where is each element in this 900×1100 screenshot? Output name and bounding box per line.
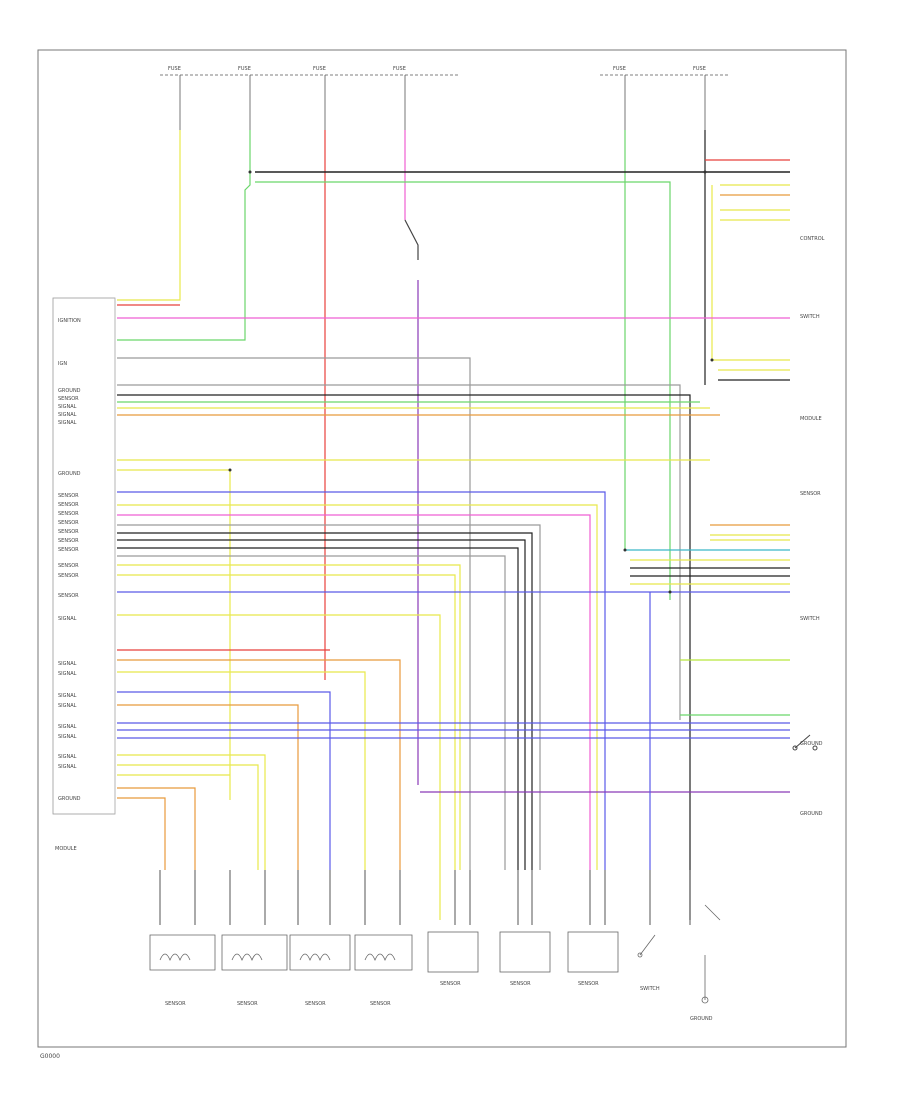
svg-text:SIGNAL: SIGNAL	[58, 754, 77, 760]
svg-text:SENSOR: SENSOR	[58, 493, 79, 499]
sensor-6	[499, 931, 551, 973]
sensor-7	[567, 931, 619, 973]
svg-text:SENSOR: SENSOR	[370, 1001, 391, 1007]
sensor-5	[427, 931, 479, 973]
svg-text:SENSOR: SENSOR	[58, 396, 79, 402]
svg-text:SENSOR: SENSOR	[58, 593, 79, 599]
switch-bottom	[637, 934, 656, 958]
footer-code: G0000	[40, 1053, 60, 1060]
svg-text:SIGNAL: SIGNAL	[58, 661, 77, 667]
diagram-frame	[37, 49, 847, 1048]
svg-text:SIGNAL: SIGNAL	[58, 734, 77, 740]
svg-text:MODULE: MODULE	[800, 416, 822, 422]
svg-text:GROUND: GROUND	[800, 811, 823, 817]
svg-text:GROUND: GROUND	[800, 741, 823, 747]
svg-text:IGN: IGN	[58, 361, 67, 367]
wires-vertical	[117, 130, 790, 785]
sensor-3	[289, 934, 351, 971]
svg-text:SENSOR: SENSOR	[800, 491, 821, 497]
bottom-connector-stubs	[159, 870, 691, 925]
svg-text:GROUND: GROUND	[58, 796, 81, 802]
switch-symbol-right	[792, 734, 818, 751]
right-labels: CONTROL SWITCH MODULE SENSOR SWITCH GROU…	[800, 236, 825, 817]
svg-text:FUSE: FUSE	[238, 66, 251, 72]
svg-text:SENSOR: SENSOR	[58, 502, 79, 508]
svg-text:SENSOR: SENSOR	[58, 538, 79, 544]
sensor-2	[221, 934, 288, 971]
ground-bottom	[701, 904, 721, 1004]
svg-text:SWITCH: SWITCH	[800, 314, 820, 320]
svg-text:SWITCH: SWITCH	[640, 986, 660, 992]
splice-dots	[228, 170, 714, 594]
svg-text:FUSE: FUSE	[393, 66, 406, 72]
svg-text:FUSE: FUSE	[168, 66, 181, 72]
svg-text:SENSOR: SENSOR	[58, 547, 79, 553]
svg-text:SENSOR: SENSOR	[58, 529, 79, 535]
svg-text:SWITCH: SWITCH	[800, 616, 820, 622]
svg-text:SENSOR: SENSOR	[58, 520, 79, 526]
top-fuses	[160, 74, 730, 130]
svg-text:GROUND: GROUND	[690, 1016, 713, 1022]
svg-text:FUSE: FUSE	[613, 66, 626, 72]
svg-text:GROUND: GROUND	[58, 471, 81, 477]
svg-text:FUSE: FUSE	[313, 66, 326, 72]
svg-text:SENSOR: SENSOR	[578, 981, 599, 987]
svg-text:IGNITION: IGNITION	[58, 318, 81, 324]
svg-text:SENSOR: SENSOR	[510, 981, 531, 987]
svg-text:SENSOR: SENSOR	[165, 1001, 186, 1007]
bottom-sensors	[149, 904, 721, 1004]
svg-text:SENSOR: SENSOR	[237, 1001, 258, 1007]
svg-text:FUSE: FUSE	[693, 66, 706, 72]
svg-text:SENSOR: SENSOR	[440, 981, 461, 987]
svg-text:SENSOR: SENSOR	[58, 511, 79, 517]
svg-text:SENSOR: SENSOR	[305, 1001, 326, 1007]
svg-text:SIGNAL: SIGNAL	[58, 616, 77, 622]
svg-text:SIGNAL: SIGNAL	[58, 764, 77, 770]
sensor-1	[149, 934, 216, 971]
svg-text:SIGNAL: SIGNAL	[58, 412, 77, 418]
bottom-labels: SENSOR SENSOR SENSOR SENSOR SENSOR SENSO…	[165, 981, 713, 1022]
svg-text:SIGNAL: SIGNAL	[58, 693, 77, 699]
svg-text:SENSOR: SENSOR	[58, 563, 79, 569]
svg-text:SIGNAL: SIGNAL	[58, 671, 77, 677]
svg-text:SENSOR: SENSOR	[58, 573, 79, 579]
sensor-4	[354, 934, 413, 971]
svg-text:MODULE: MODULE	[55, 846, 77, 852]
svg-text:CONTROL: CONTROL	[800, 236, 825, 242]
svg-text:SIGNAL: SIGNAL	[58, 420, 77, 426]
top-fuse-labels: FUSE FUSE FUSE FUSE FUSE FUSE	[168, 66, 706, 72]
svg-text:SIGNAL: SIGNAL	[58, 404, 77, 410]
left-connector-labels: IGNITION IGN GROUND SENSOR SIGNAL SIGNAL…	[55, 318, 81, 852]
wires-horizontal	[117, 304, 790, 920]
svg-text:SIGNAL: SIGNAL	[58, 703, 77, 709]
svg-text:GROUND: GROUND	[58, 388, 81, 394]
svg-text:SIGNAL: SIGNAL	[58, 724, 77, 730]
